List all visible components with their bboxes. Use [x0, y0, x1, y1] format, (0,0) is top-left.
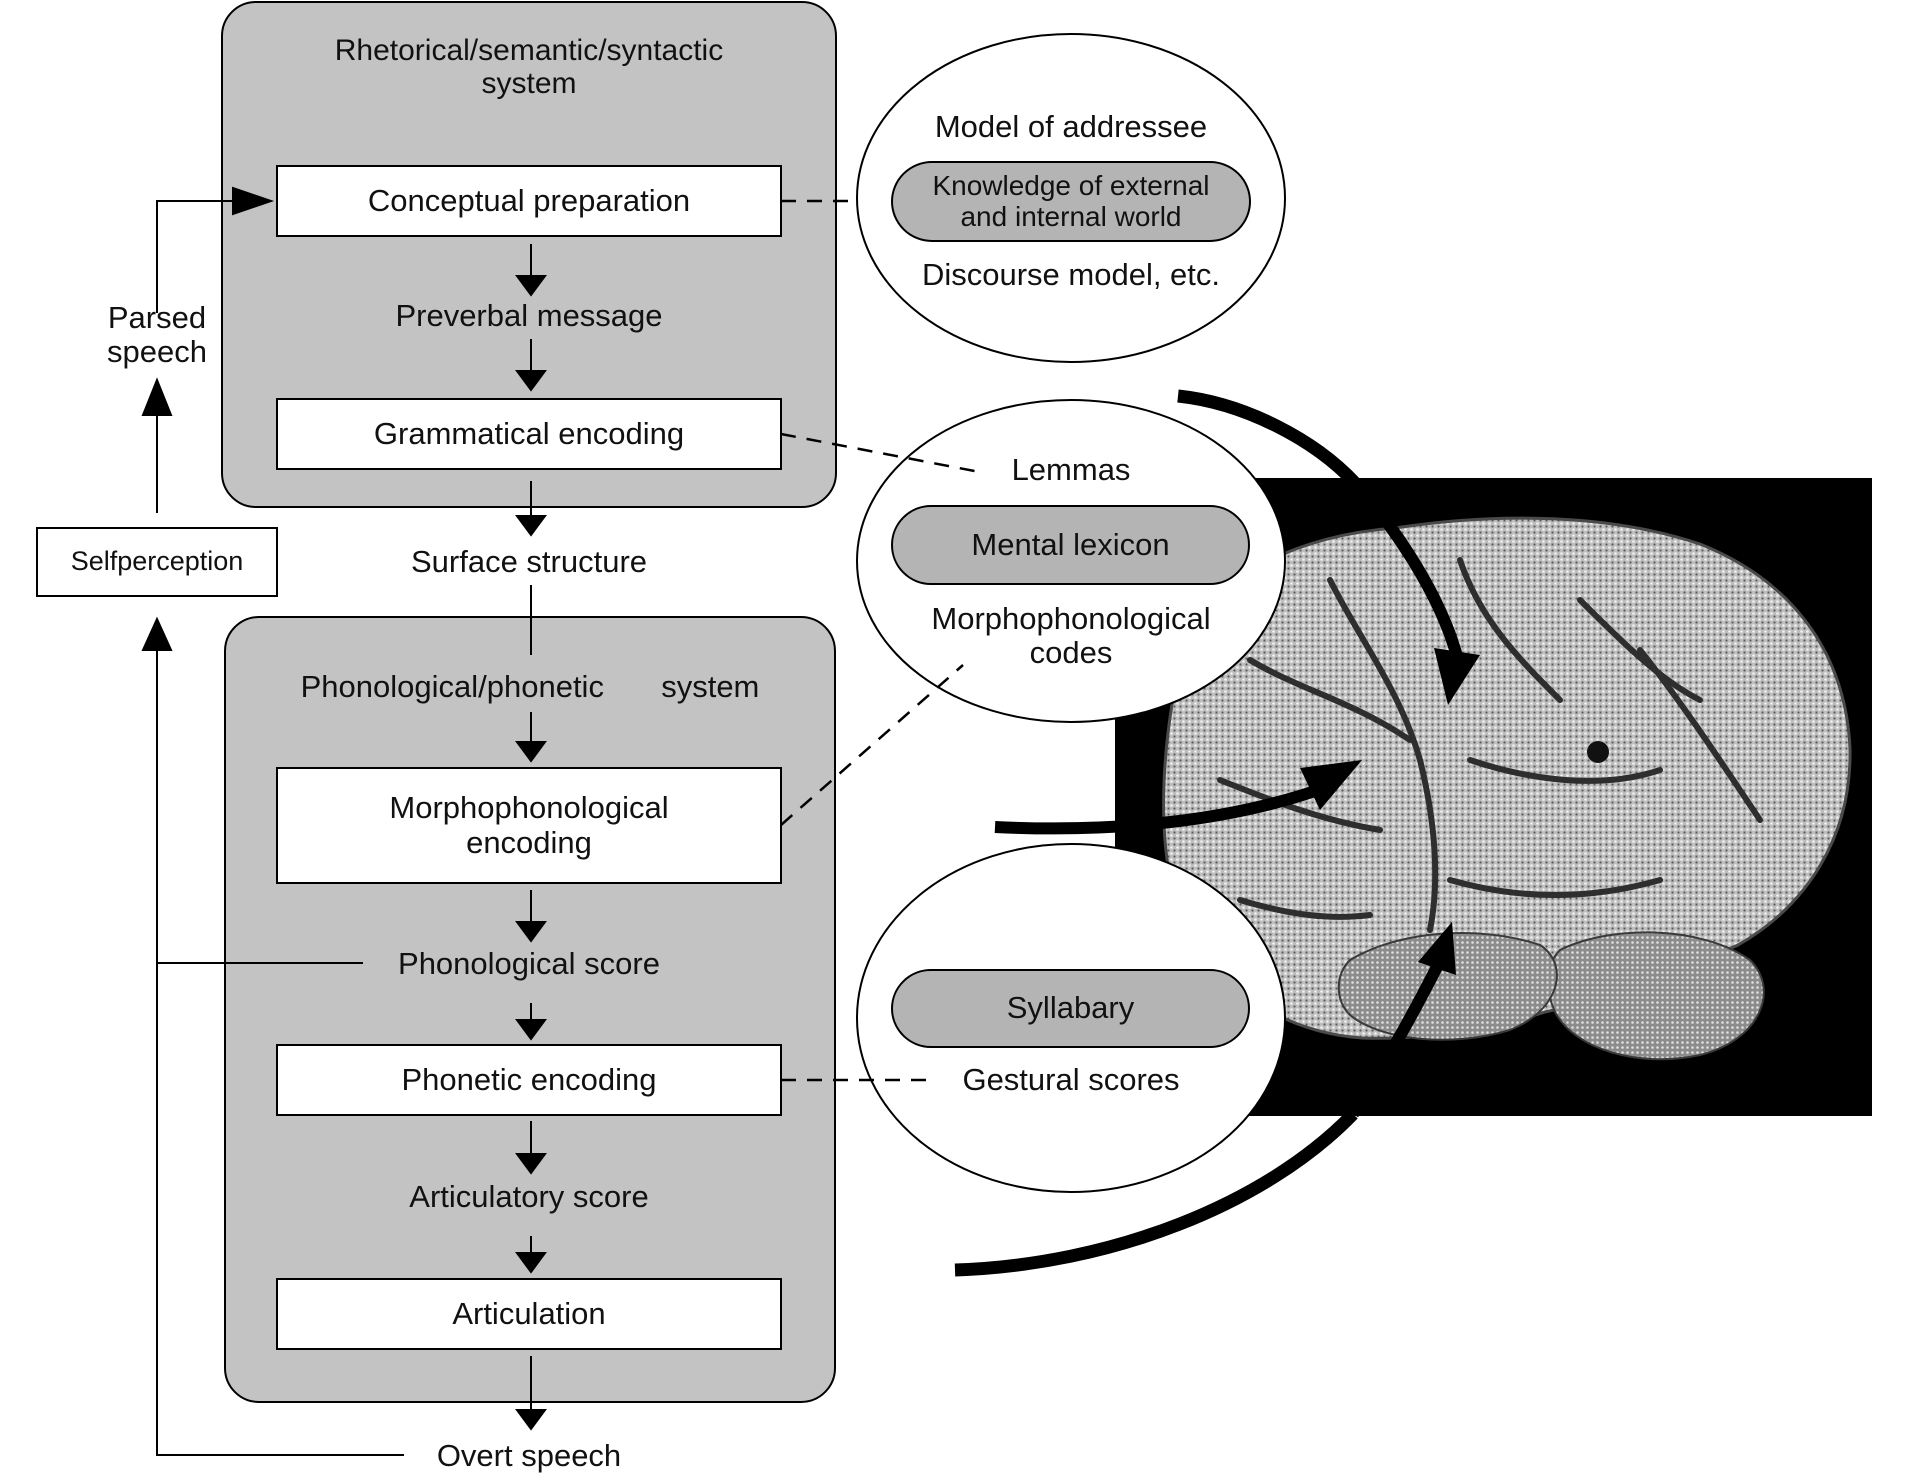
lower-bracket-arc [954, 1109, 1358, 1277]
phonetic-encoding-box [276, 1044, 782, 1116]
arrow-to-brain-bottom [1347, 962, 1444, 1118]
articulatory-score-label: Articulatory score [409, 1179, 649, 1214]
dashed-connectors [780, 199, 986, 1082]
arrow-to-brain-middle-head [1300, 760, 1362, 810]
arrow-to-brain-top [1350, 479, 1464, 662]
phonetic-encoding-label: Phonetic encoding [401, 1061, 657, 1097]
knowledge-pill-label: Knowledge of external and internal world [932, 169, 1210, 232]
arrow-to-brain-middle [994, 784, 1320, 835]
overt-speech-label: Overt speech [436, 1438, 622, 1473]
selfperception-box [36, 527, 278, 597]
bracket-arcs [954, 389, 1360, 1277]
grammatical-encoding-label: Grammatical encoding [373, 415, 685, 451]
articulation-box [276, 1278, 782, 1350]
brain-spot [1587, 741, 1609, 763]
selfperception-label: Selfperception [70, 546, 244, 577]
discourse-model-label: Discourse model, etc. [921, 257, 1221, 292]
feedback-loop [141, 186, 404, 1456]
parsed-speech-label: Parsed speech [107, 300, 207, 370]
brain-arrows [994, 479, 1480, 1118]
articulation-label: Articulation [452, 1295, 606, 1331]
conceptual-preparation-label: Conceptual preparation [367, 182, 691, 218]
brain-temporal-lobe [1337, 932, 1558, 1041]
mental-lexicon-label: Mental lexicon [971, 526, 1170, 562]
flow-arrows [515, 244, 547, 1431]
brain-sulci [1217, 557, 1763, 933]
morphophonological-codes-label: Morphophonological codes [931, 601, 1211, 671]
model-of-addressee-label: Model of addressee [934, 109, 1208, 144]
preverbal-message-label: Preverbal message [395, 298, 663, 333]
upper-system-title: Rhetorical/semantic/syntactic system [334, 34, 724, 100]
upper-system-panel [221, 1, 837, 508]
morphophonological-encoding-box [276, 767, 782, 884]
lemmas-label: Lemmas [1011, 452, 1131, 487]
arrow-to-brain-bottom-head [1418, 922, 1456, 975]
gestural-scores-label: Gestural scores [962, 1062, 1180, 1097]
syllabary-label: Syllabary [1006, 990, 1135, 1026]
phonological-score-label: Phonological score [398, 946, 660, 981]
syllabary-pill [891, 969, 1250, 1048]
knowledge-pill [891, 161, 1251, 242]
grammatical-encoding-box [276, 398, 782, 470]
arrow-to-brain-top-head [1434, 648, 1480, 705]
brain-cerebellum [1547, 931, 1765, 1061]
upper-bracket-arc [1177, 389, 1360, 488]
lower-system-title: Phonological/phonetic system [300, 669, 760, 704]
surface-structure-label: Surface structure [410, 544, 648, 579]
conceptual-preparation-box [276, 165, 782, 237]
morphophonological-encoding-label: Morphophonological encoding [389, 790, 669, 860]
mental-lexicon-pill [891, 505, 1250, 585]
